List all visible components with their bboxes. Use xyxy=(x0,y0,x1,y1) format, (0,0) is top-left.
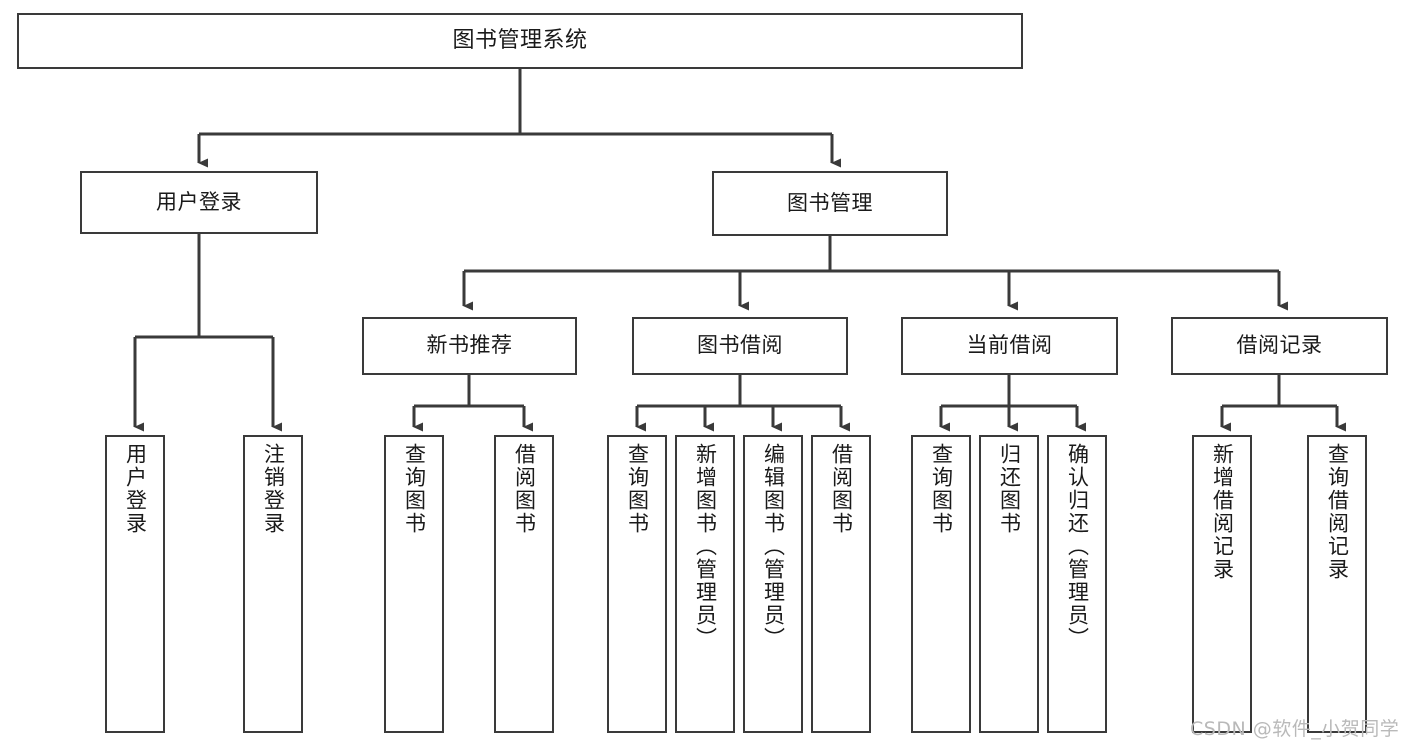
node-current-borrow-label: 当前借阅 xyxy=(966,333,1053,358)
node-new-book-recommend-label: 新书推荐 xyxy=(426,333,513,358)
leaf-borrow-query-book[interactable]: 查询图书 xyxy=(607,435,667,733)
leaf-current-confirm-return-admin[interactable]: 确认归还（管理员） xyxy=(1047,435,1107,733)
leaf-user-logout-label: 注销登录 xyxy=(261,443,286,535)
node-book-borrow[interactable]: 图书借阅 xyxy=(632,317,848,375)
leaf-borrow-lend-book-label: 借阅图书 xyxy=(829,443,854,535)
node-borrow-record[interactable]: 借阅记录 xyxy=(1171,317,1388,375)
leaf-current-query-book[interactable]: 查询图书 xyxy=(911,435,971,733)
leaf-borrow-edit-book-admin[interactable]: 编辑图书（管理员） xyxy=(743,435,803,733)
leaf-current-query-book-label: 查询图书 xyxy=(929,443,954,535)
leaf-recommend-borrow-book-label: 借阅图书 xyxy=(512,443,537,535)
node-user-login-label: 用户登录 xyxy=(156,189,242,214)
leaf-recommend-query-book-label: 查询图书 xyxy=(402,443,427,535)
node-book-manage-label: 图书管理 xyxy=(787,190,873,215)
leaf-current-return-book[interactable]: 归还图书 xyxy=(979,435,1039,733)
node-book-borrow-label: 图书借阅 xyxy=(697,333,783,358)
leaf-borrow-lend-book[interactable]: 借阅图书 xyxy=(811,435,871,733)
node-new-book-recommend[interactable]: 新书推荐 xyxy=(362,317,577,375)
node-user-login[interactable]: 用户登录 xyxy=(80,171,318,234)
node-root-label: 图书管理系统 xyxy=(452,27,588,53)
leaf-user-login-label: 用户登录 xyxy=(123,443,148,535)
leaf-user-login[interactable]: 用户登录 xyxy=(105,435,165,733)
leaf-record-query-label: 查询借阅记录 xyxy=(1325,443,1350,581)
leaf-borrow-add-book-admin-label: 新增图书（管理员） xyxy=(693,443,718,650)
node-root[interactable]: 图书管理系统 xyxy=(17,13,1023,69)
leaf-current-confirm-return-admin-label: 确认归还（管理员） xyxy=(1065,443,1090,650)
leaf-record-add[interactable]: 新增借阅记录 xyxy=(1192,435,1252,733)
watermark-text: CSDN @软件_小贺同学 xyxy=(1190,718,1400,740)
leaf-recommend-query-book[interactable]: 查询图书 xyxy=(384,435,444,733)
leaf-borrow-query-book-label: 查询图书 xyxy=(625,443,650,535)
leaf-borrow-add-book-admin[interactable]: 新增图书（管理员） xyxy=(675,435,735,733)
leaf-record-add-label: 新增借阅记录 xyxy=(1210,443,1235,581)
leaf-borrow-edit-book-admin-label: 编辑图书（管理员） xyxy=(761,443,786,650)
node-current-borrow[interactable]: 当前借阅 xyxy=(901,317,1118,375)
leaf-record-query[interactable]: 查询借阅记录 xyxy=(1307,435,1367,733)
node-borrow-record-label: 借阅记录 xyxy=(1236,333,1323,358)
node-book-manage[interactable]: 图书管理 xyxy=(712,171,948,236)
leaf-recommend-borrow-book[interactable]: 借阅图书 xyxy=(494,435,554,733)
leaf-current-return-book-label: 归还图书 xyxy=(997,443,1022,535)
leaf-user-logout[interactable]: 注销登录 xyxy=(243,435,303,733)
